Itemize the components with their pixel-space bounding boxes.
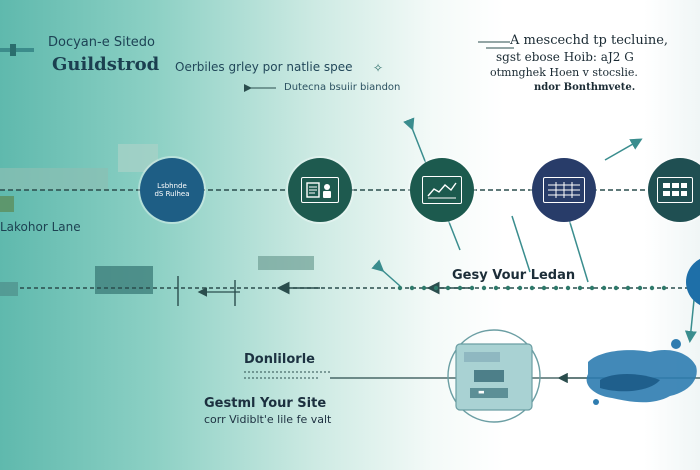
header-caption: Dutecna bsuiir biandon — [284, 82, 401, 93]
header-kicker: Docyan-e Sitedo — [48, 35, 155, 50]
annotation-line-4: ndor Bonthmvete. — [534, 82, 636, 93]
node-1-label-line-2: dS Rulhea — [154, 190, 190, 198]
process-node-1[interactable]: Lsbhnde dS Rulhea — [140, 158, 204, 222]
annotation-line-1: A mescechd tp tecluine, — [510, 33, 669, 48]
site-subtitle: corr Vidiblt'e lile fe valt — [204, 413, 332, 426]
table-icon — [543, 177, 585, 203]
lane-2-label: Gesy Vour Ledan — [452, 268, 576, 283]
lane-1-label: Lakohor Lane — [0, 220, 81, 234]
lane-2-ticks — [177, 276, 236, 306]
page-title: Guildstrod — [52, 54, 160, 75]
chart-card-icon — [422, 176, 462, 204]
page-subtitle: Oerbiles grley por natlie spee — [175, 60, 353, 74]
lane-2-beads — [397, 285, 667, 291]
node-1-label-line-1: Lsbhnde — [157, 182, 187, 190]
process-node-2[interactable] — [288, 158, 352, 222]
process-node-5[interactable] — [648, 158, 700, 222]
site-title: Gestml Your Site — [204, 396, 327, 411]
process-node-3[interactable] — [410, 158, 474, 222]
grid-card-icon — [657, 177, 693, 203]
blue-splash — [586, 339, 697, 405]
bottom-node — [447, 329, 541, 423]
bottom-heading: Donlilorle — [244, 352, 315, 367]
bottom-node-tag: ▬ — [478, 388, 485, 396]
annotation-line-3: otmnghek Hoen v stocslie. — [490, 66, 638, 79]
left-decor — [0, 44, 314, 296]
annotation-line-2: sgst ebose Hoib: aJ2 G — [496, 50, 634, 64]
document-person-icon — [301, 177, 339, 203]
process-node-4[interactable] — [532, 158, 596, 222]
lane-2-edge-node — [686, 258, 700, 306]
header-pin-icon: ✧ — [373, 61, 384, 75]
